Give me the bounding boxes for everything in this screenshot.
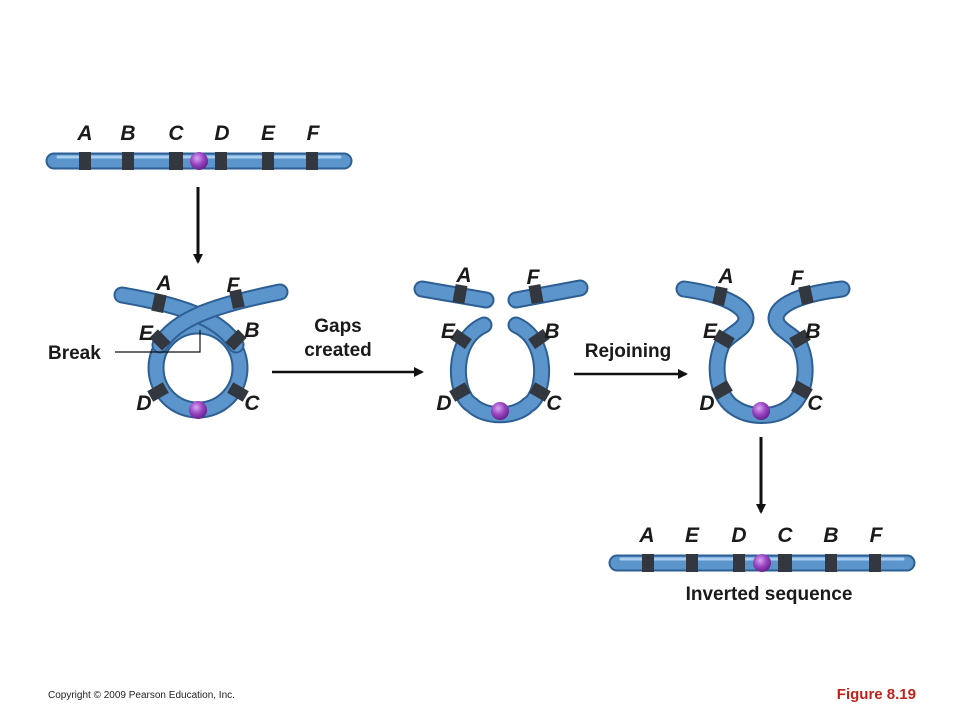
gene-label: D xyxy=(436,392,451,415)
rejoining-label: Rejoining xyxy=(585,341,672,362)
gene-label: B xyxy=(805,320,820,343)
gene-label: D xyxy=(136,392,151,415)
original-gene-labels: A B C D E F xyxy=(76,122,320,145)
break-leader-line xyxy=(115,330,201,353)
gene-label: B xyxy=(544,320,559,343)
gene-label: B xyxy=(823,524,838,547)
loop-gaps xyxy=(413,279,589,424)
gene-label: E xyxy=(685,524,700,547)
inverted-gene-labels: A E D C B F xyxy=(638,524,883,547)
band-f xyxy=(869,554,881,572)
gene-label: E xyxy=(261,122,276,145)
gene-label: A xyxy=(455,264,471,287)
band-a xyxy=(642,554,654,572)
gene-label: C xyxy=(546,392,562,415)
band-e xyxy=(686,554,698,572)
band-d xyxy=(733,554,745,572)
gaps-created-label-line2: created xyxy=(304,340,372,361)
inverted-chromosome xyxy=(608,554,916,572)
loop-rejoined-labels: A F E B D C xyxy=(699,265,823,415)
loop-rejoined xyxy=(675,280,851,424)
inverted-sequence-label: Inverted sequence xyxy=(686,584,853,605)
gene-label: F xyxy=(870,524,884,547)
band-f xyxy=(306,152,318,170)
gene-label: D xyxy=(699,392,714,415)
gene-label: F xyxy=(227,274,241,297)
gene-label: A xyxy=(717,265,733,288)
gene-label: D xyxy=(731,524,746,547)
gene-label: E xyxy=(441,320,456,343)
centromere xyxy=(753,554,771,572)
loop-gaps-labels: A F E B D C xyxy=(436,264,562,415)
gene-label: B xyxy=(244,319,259,342)
gene-label: E xyxy=(703,320,718,343)
band-e xyxy=(262,152,274,170)
break-label: Break xyxy=(48,343,101,364)
band-c xyxy=(169,152,183,170)
gene-label: F xyxy=(307,122,321,145)
loop-crossed-labels: A F E B D C xyxy=(136,272,260,415)
band-d xyxy=(215,152,227,170)
gene-label: C xyxy=(168,122,184,145)
gene-label: C xyxy=(807,392,823,415)
gene-label: C xyxy=(777,524,793,547)
gene-label: A xyxy=(155,272,171,295)
gene-label: C xyxy=(244,392,260,415)
band-b xyxy=(825,554,837,572)
band-a xyxy=(79,152,91,170)
gaps-created-label-line1: Gaps xyxy=(314,316,362,337)
gene-label: F xyxy=(527,266,541,289)
centromere xyxy=(190,152,208,170)
original-chromosome xyxy=(45,152,353,170)
loop-crossed xyxy=(113,283,289,419)
gene-label: E xyxy=(139,322,154,345)
copyright-notice: Copyright © 2009 Pearson Education, Inc. xyxy=(48,690,235,701)
gene-label: A xyxy=(76,122,92,145)
band-c xyxy=(778,554,792,572)
gene-label: F xyxy=(791,267,805,290)
figure-number: Figure 8.19 xyxy=(836,686,916,703)
gene-label: A xyxy=(638,524,654,547)
gene-label: D xyxy=(214,122,229,145)
band-b xyxy=(122,152,134,170)
gene-label: B xyxy=(120,122,135,145)
